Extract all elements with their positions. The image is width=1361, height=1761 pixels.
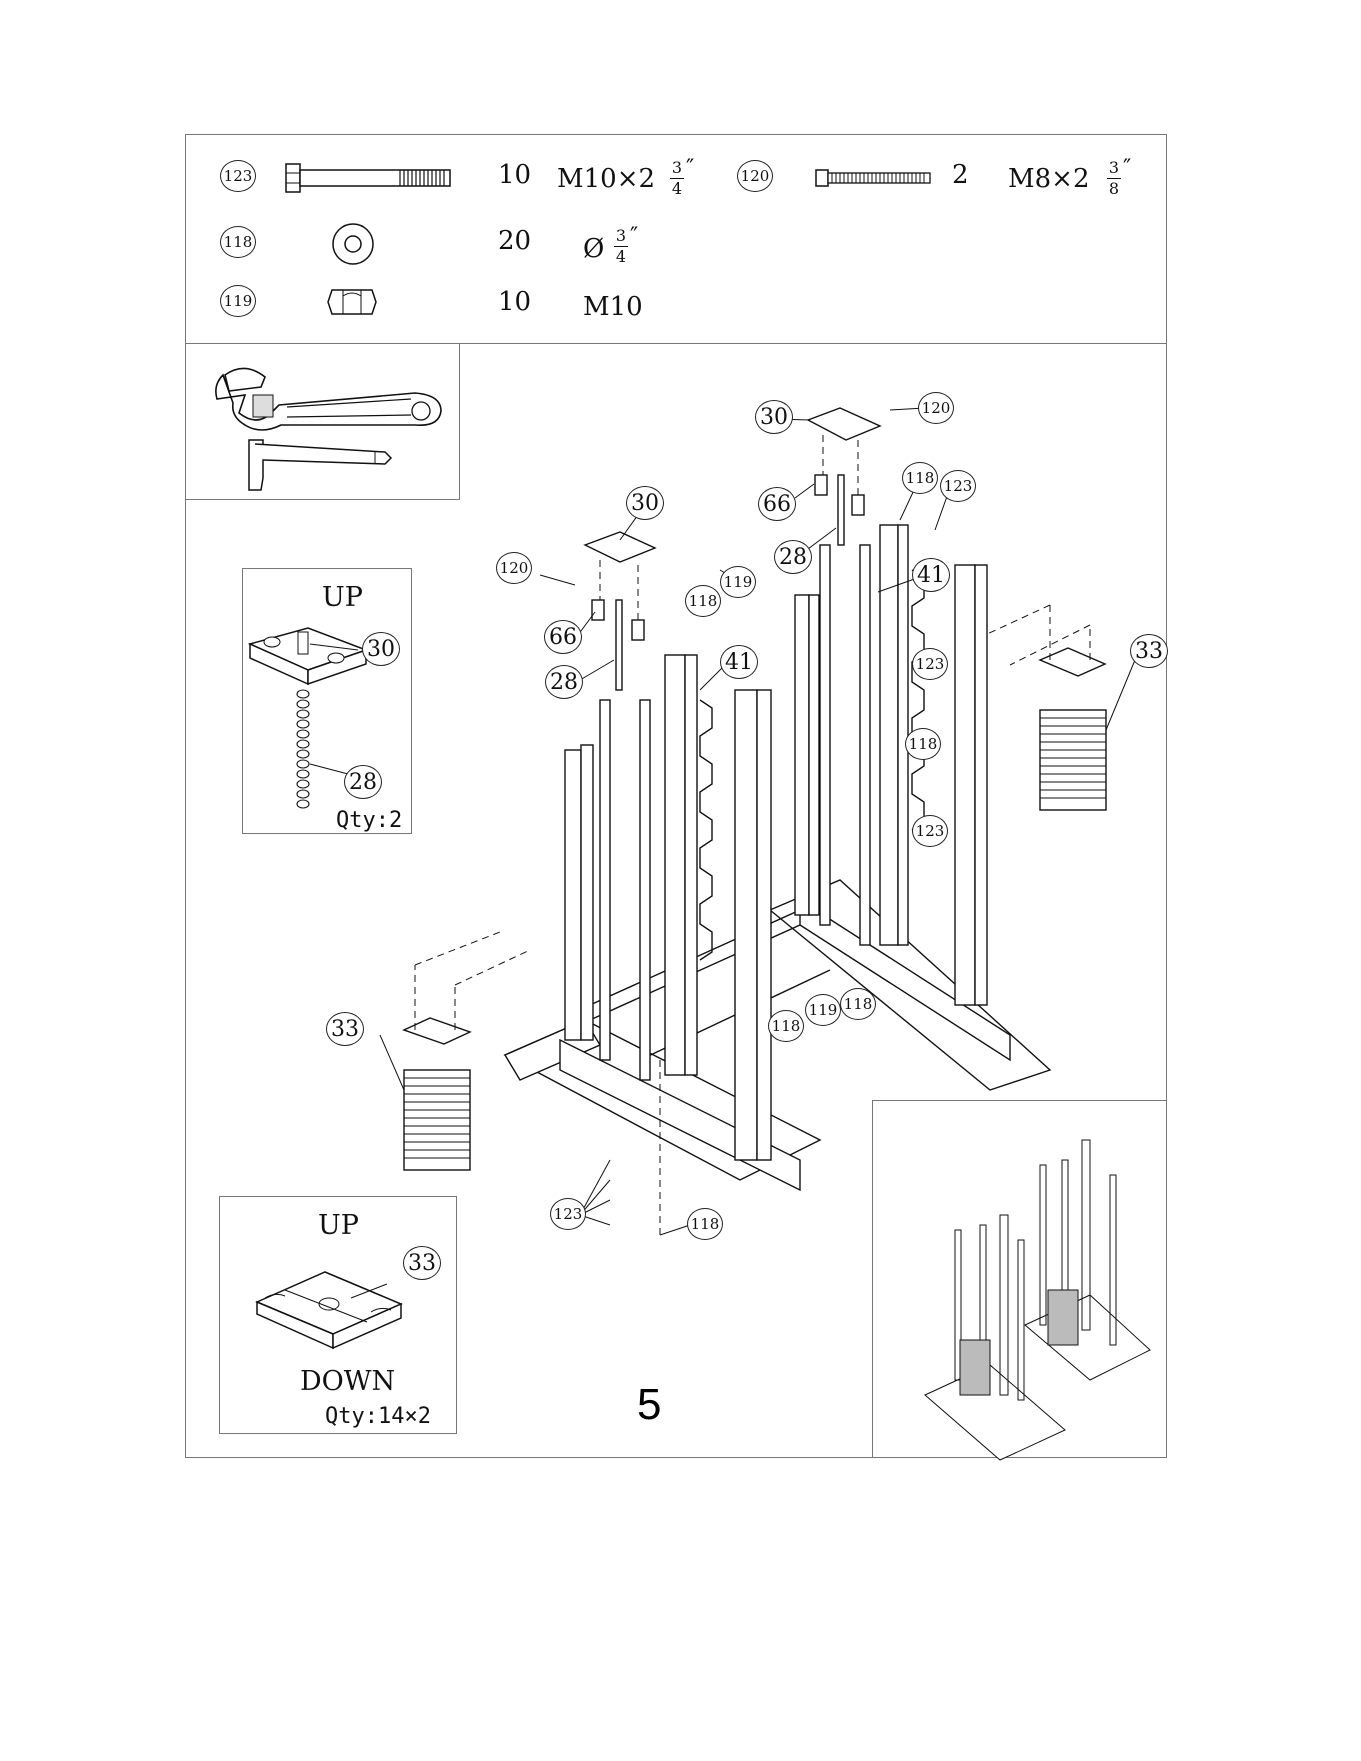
callout-41-right: 41 — [912, 558, 950, 592]
callout-66-right: 66 — [758, 487, 796, 521]
callout-41-left: 41 — [720, 645, 758, 679]
callout-123-mid: 123 — [912, 648, 948, 680]
callout-30-left: 30 — [626, 486, 664, 520]
callout-118-base-left: 118 — [768, 1010, 804, 1042]
callout-118-base-right: 118 — [840, 988, 876, 1020]
callout-118-right: 118 — [902, 462, 938, 494]
callout-66-left: 66 — [544, 620, 582, 654]
step-number: 5 — [637, 1380, 661, 1430]
callout-119-base: 119 — [805, 994, 841, 1026]
callout-119-left: 119 — [720, 566, 756, 598]
callout-118-mid: 118 — [905, 728, 941, 760]
callout-123-right: 123 — [940, 470, 976, 502]
callout-33-right: 33 — [1130, 634, 1168, 668]
callout-123-low: 123 — [912, 815, 948, 847]
callout-123-base: 123 — [550, 1198, 586, 1230]
callout-33-left: 33 — [326, 1012, 364, 1046]
callout-30-right: 30 — [755, 400, 793, 434]
callout-120-right: 120 — [918, 392, 954, 424]
callout-120-left: 120 — [496, 552, 532, 584]
callout-28-right: 28 — [774, 540, 812, 574]
callout-28-left: 28 — [545, 665, 583, 699]
callout-118-left: 118 — [685, 585, 721, 617]
callout-118-base-bottom: 118 — [687, 1208, 723, 1240]
